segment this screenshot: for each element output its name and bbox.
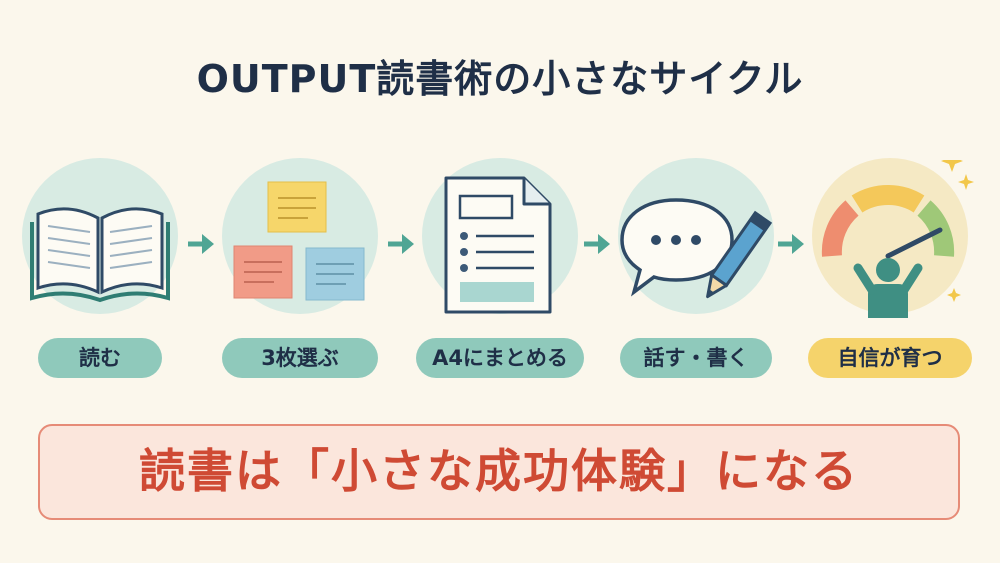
step-pick-three: 3枚選ぶ — [220, 158, 380, 388]
step-label-speak-write: 話す・書く — [620, 338, 772, 378]
step-label-pick-three: 3枚選ぶ — [222, 338, 378, 378]
step-confidence-grows: 自信が育つ — [808, 158, 974, 388]
step-label-summarize-a4: A4にまとめる — [416, 338, 584, 378]
document-icon — [444, 176, 552, 314]
arrow-icon — [188, 234, 214, 254]
sticky-notes-icon — [233, 181, 365, 301]
open-book-icon — [30, 207, 170, 303]
step-label-confidence-grows: 自信が育つ — [808, 338, 972, 378]
arrow-icon — [778, 234, 804, 254]
sparkle-icon — [958, 174, 974, 190]
step-label-read: 読む — [38, 338, 162, 378]
summary-banner: 読書は「小さな成功体験」になる — [38, 424, 960, 520]
arrow-icon — [388, 234, 414, 254]
sparkle-icon — [941, 160, 963, 172]
sparkle-icon — [947, 288, 961, 302]
step-speak-write: 話す・書く — [616, 158, 776, 388]
page-title: OUTPUT読書術の小さなサイクル — [196, 57, 804, 101]
arrow-icon — [584, 234, 610, 254]
cycle-steps: 読む 3枚選ぶ A4にまとめる — [0, 158, 1000, 388]
step-summarize-a4: A4にまとめる — [416, 158, 584, 388]
confidence-gauge-icon — [821, 160, 974, 318]
step-read: 読む — [20, 158, 180, 388]
speech-pencil-icon — [620, 198, 773, 299]
